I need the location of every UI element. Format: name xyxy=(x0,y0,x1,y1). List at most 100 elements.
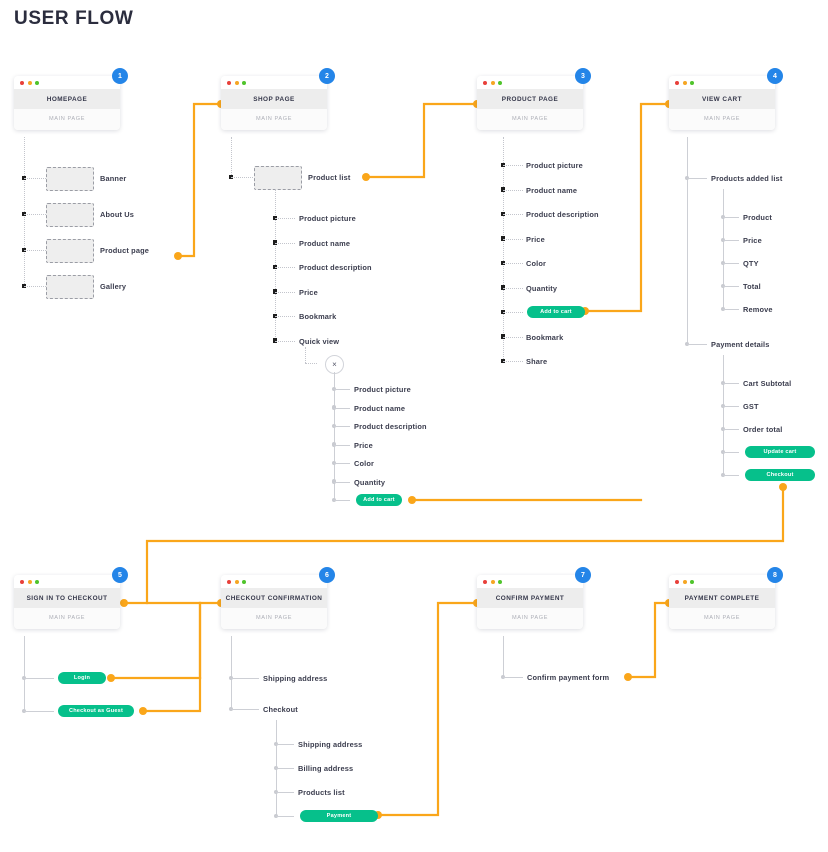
page-card-badge-3: 3 xyxy=(575,68,591,84)
checkout-as-guest-button[interactable]: Checkout as Guest xyxy=(58,705,134,717)
product-page-item-5: Quantity xyxy=(526,283,558,293)
view-cart-item-0-1: Price xyxy=(743,236,762,245)
tree-connector-line xyxy=(503,214,523,215)
product-add-to-cart-button[interactable]: Add to cart xyxy=(527,306,585,318)
tree-connector-line xyxy=(334,389,350,390)
tree-connector-line xyxy=(723,475,739,476)
placeholder-box xyxy=(46,239,94,263)
tree-connector-line xyxy=(275,316,295,317)
shop-page-item-0: Product picture xyxy=(299,214,356,223)
tree-connector-line xyxy=(24,711,54,712)
tree-connector-line xyxy=(503,165,523,166)
minimize-dot-icon xyxy=(234,579,239,584)
flow-endpoint-dot xyxy=(779,483,787,491)
tree-connector-line xyxy=(723,355,724,475)
page-card-title-3: PRODUCT PAGE xyxy=(477,89,583,109)
tree-connector-line xyxy=(723,189,724,309)
product-page-item-3: Price xyxy=(526,234,545,244)
page-card-subtitle-6: MAIN PAGE xyxy=(221,608,327,629)
view-cart-group-1: Payment details xyxy=(711,340,770,349)
tree-connector-line xyxy=(723,263,739,264)
window-controls xyxy=(14,575,120,588)
minimize-dot-icon xyxy=(234,80,239,85)
maximize-dot-icon xyxy=(242,579,246,584)
minimize-dot-icon xyxy=(27,579,32,584)
tree-connector-line xyxy=(334,407,350,409)
quickview-item-1: Product name xyxy=(354,403,406,413)
close-dot-icon xyxy=(675,80,679,85)
checkout-confirmation-item-0: Shipping address xyxy=(263,674,328,683)
page-card-subtitle-2: MAIN PAGE xyxy=(221,109,327,130)
login-button[interactable]: Login xyxy=(58,672,106,684)
close-icon[interactable]: × xyxy=(325,354,344,374)
tree-connector-line xyxy=(276,768,294,769)
page-card-subtitle-8: MAIN PAGE xyxy=(669,608,775,629)
page-title: USER FLOW xyxy=(14,8,134,29)
tree-connector-line xyxy=(275,267,295,268)
shop-page-item-2: Product description xyxy=(299,263,372,272)
tree-connector-line xyxy=(334,463,350,464)
view-cart-checkout-button[interactable]: Checkout xyxy=(745,469,815,481)
tree-connector-line xyxy=(503,312,523,313)
quickview-add-to-cart-button[interactable]: Add to cart xyxy=(356,494,402,506)
checkout-sub-item-2: Products list xyxy=(298,788,345,797)
product-page-item-0: Product picture xyxy=(526,161,583,170)
view-cart-item-0-2: QTY xyxy=(743,259,759,268)
tree-connector-line xyxy=(503,137,504,361)
page-card-subtitle-7: MAIN PAGE xyxy=(477,608,583,629)
page-card-badge-5: 5 xyxy=(112,567,128,583)
flow-endpoint-dot xyxy=(107,674,115,682)
view-cart-item-1-2: Order total xyxy=(743,425,783,434)
tree-connector-line xyxy=(231,177,253,178)
homepage-item-3: Gallery xyxy=(100,282,127,291)
placeholder-box xyxy=(46,275,94,299)
shop-page-root-label: Product list xyxy=(308,173,351,182)
page-card-title-4: VIEW CART xyxy=(669,89,775,109)
tree-connector-line xyxy=(723,429,739,430)
tree-connector-line xyxy=(503,677,523,678)
view-cart-update-cart-button[interactable]: Update cart xyxy=(745,446,815,458)
tree-connector-line xyxy=(723,286,739,287)
flow-endpoint-dot xyxy=(139,707,147,715)
shop-page-item-3: Price xyxy=(299,287,318,297)
tree-connector-line xyxy=(305,346,306,363)
maximize-dot-icon xyxy=(242,80,246,85)
tree-connector-line xyxy=(723,309,739,310)
tree-connector-line xyxy=(503,336,523,338)
tree-connector-line xyxy=(24,678,54,679)
view-cart-item-0-4: Remove xyxy=(743,305,773,314)
product-page-item-8: Share xyxy=(526,357,548,366)
quickview-item-2: Product description xyxy=(354,422,427,431)
flow-endpoint-dot xyxy=(174,252,182,260)
tree-connector-line xyxy=(24,137,25,286)
page-card-badge-2: 2 xyxy=(319,68,335,84)
tree-connector-line xyxy=(334,481,350,483)
tree-connector-line xyxy=(276,816,294,817)
tree-connector-line xyxy=(275,340,295,342)
tree-connector-line xyxy=(231,636,232,709)
quickview-item-0: Product picture xyxy=(354,385,411,394)
tree-connector-line xyxy=(305,362,317,364)
tree-connector-line xyxy=(723,217,739,218)
page-card-subtitle-4: MAIN PAGE xyxy=(669,109,775,130)
checkout-confirmation-item-1: Checkout xyxy=(263,705,298,714)
quickview-item-4: Color xyxy=(354,459,375,468)
page-card-subtitle-1: MAIN PAGE xyxy=(14,109,120,130)
product-page-item-1: Product name xyxy=(526,185,578,195)
window-controls xyxy=(669,575,775,588)
tree-connector-line xyxy=(24,214,46,215)
tree-connector-line xyxy=(687,178,707,179)
payment-button[interactable]: Payment xyxy=(300,810,378,822)
confirm-payment-item-0: Confirm payment form xyxy=(527,673,610,682)
tree-connector-line xyxy=(24,636,25,711)
tree-connector-line xyxy=(503,361,523,362)
view-cart-group-0: Products added list xyxy=(711,174,783,183)
